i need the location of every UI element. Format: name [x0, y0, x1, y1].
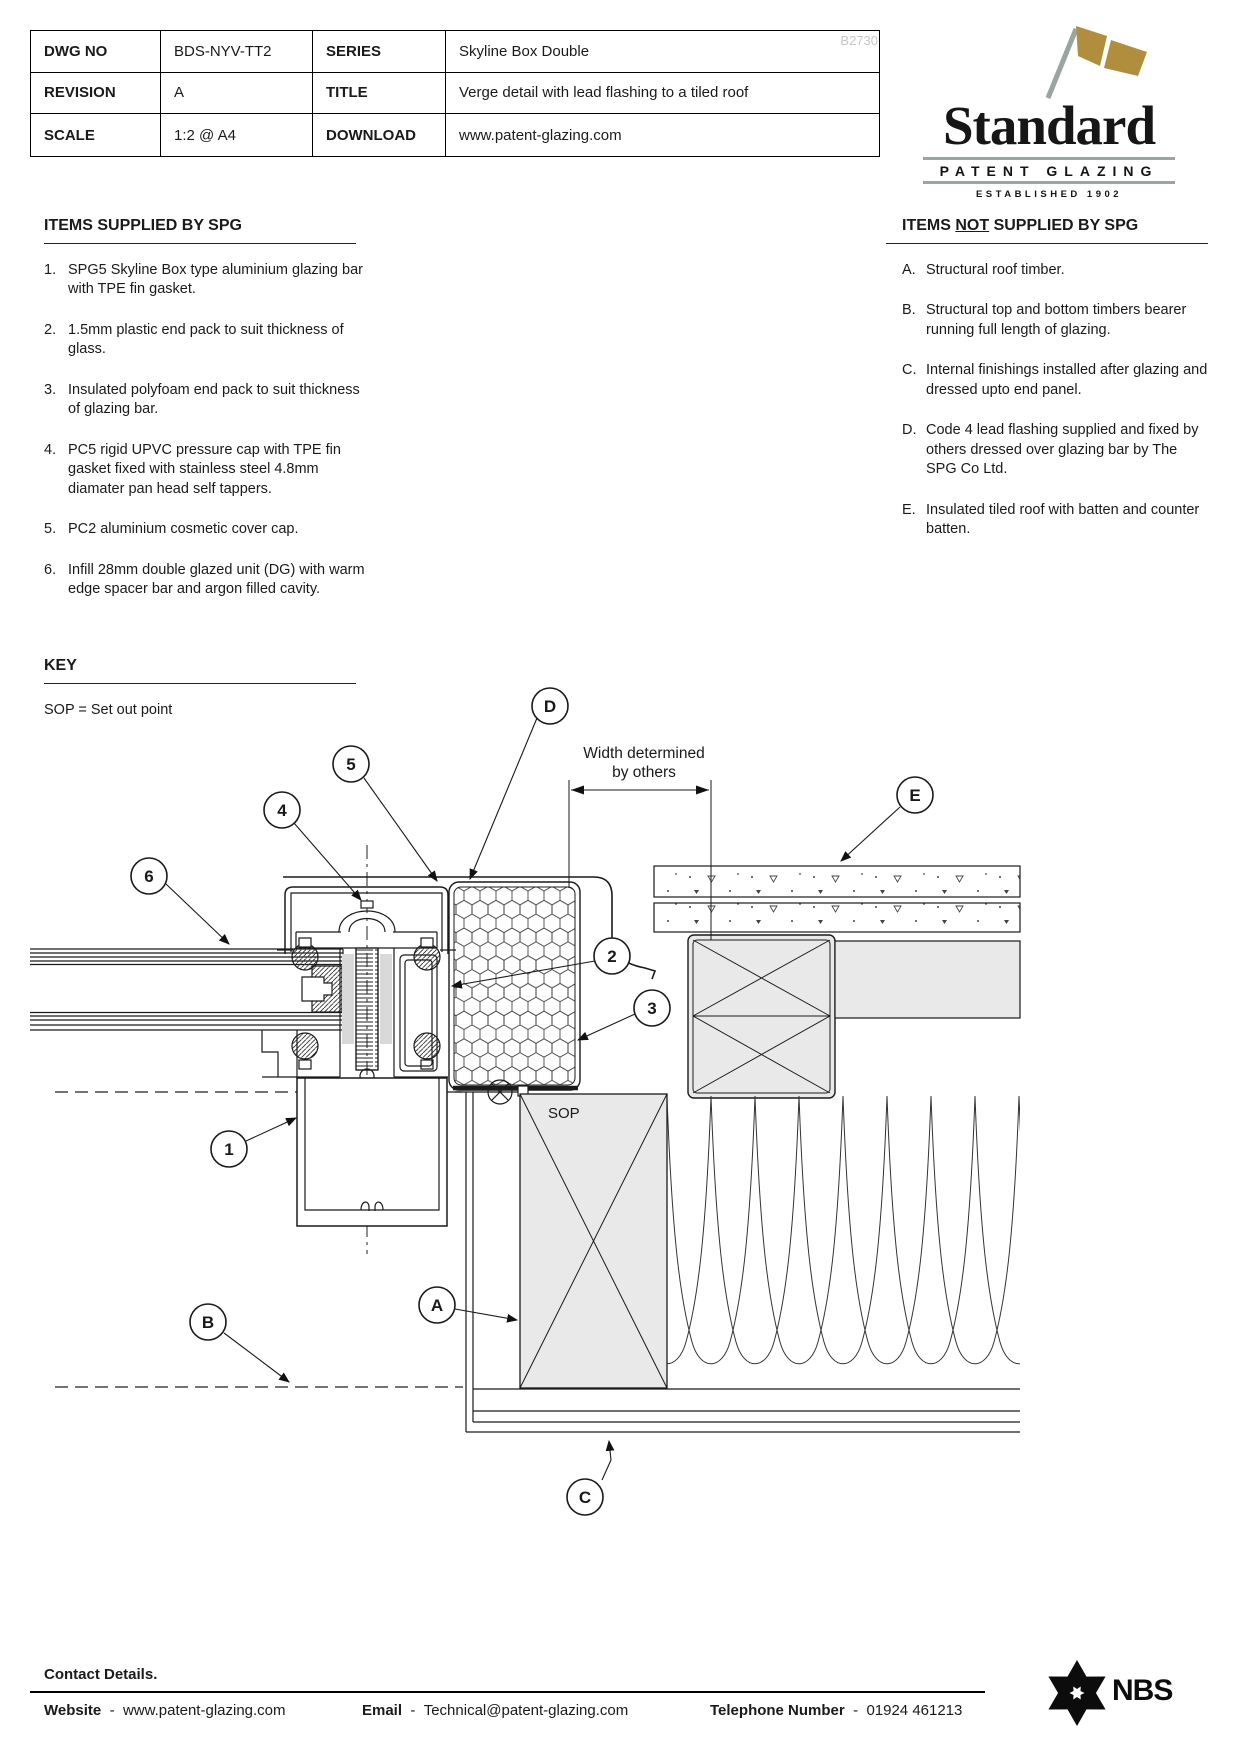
email-label: Email	[362, 1702, 403, 1719]
svg-text:1: 1	[224, 1140, 233, 1159]
footer-phone: Telephone Number - 01924 461213	[710, 1702, 963, 1719]
series-label: SERIES	[313, 31, 446, 73]
tiled-roof	[653, 865, 1021, 933]
internal-finish-boards	[465, 1092, 1020, 1433]
insulation-batts	[667, 1095, 1020, 1365]
list-item: A.Structural roof timber.	[902, 261, 1065, 278]
screw-dome	[338, 910, 396, 933]
phone-label: Telephone Number	[710, 1702, 845, 1719]
width-dimension	[568, 780, 712, 940]
contact-details-heading: Contact Details.	[44, 1666, 158, 1683]
revision-label: REVISION	[31, 72, 161, 115]
callout-4: 4	[263, 791, 301, 829]
nbs-logo-icon	[1048, 1660, 1106, 1726]
footer-email: Email - Technical@patent-glazing.com	[362, 1702, 629, 1719]
svg-text:B: B	[202, 1313, 214, 1332]
svg-text:D: D	[544, 697, 556, 716]
scale-label: SCALE	[31, 114, 161, 156]
datum-lines	[55, 845, 463, 1388]
key-section: KEY SOP = Set out point	[44, 656, 356, 720]
callout-A: A	[418, 1286, 456, 1324]
website-link[interactable]: www.patent-glazing.com	[122, 1702, 286, 1719]
callout-D: D	[531, 687, 569, 725]
nbs-logo-text: NBS	[1112, 1674, 1173, 1707]
title-value: Verge detail with lead flashing to a til…	[446, 73, 879, 115]
timber-bearer	[687, 934, 1021, 1099]
list-item: 5.PC2 aluminium cosmetic cover cap.	[44, 521, 299, 537]
list-item: 2.1.5mm plastic end pack to suit thickne…	[44, 321, 344, 358]
logo-subtitle: PATENT GLAZING	[923, 157, 1175, 184]
list-item: B.Structural top and bottom timbers bear…	[902, 302, 1187, 338]
svg-text:C: C	[579, 1488, 591, 1507]
svg-text:E: E	[909, 786, 920, 805]
svg-text:A: A	[431, 1296, 443, 1315]
items-not-supplied-section: ITEMS NOT SUPPLIED BY SPG A.Structural r…	[886, 216, 1210, 561]
structural-roof-timber	[519, 1093, 668, 1389]
callout-1: 1	[210, 1130, 248, 1168]
scale-value: 1:2 @ A4	[161, 114, 313, 156]
spacer-notch	[301, 976, 333, 1002]
list-item: D.Code 4 lead flashing supplied and fixe…	[902, 422, 1199, 477]
flag-icon	[1045, 26, 1147, 99]
svg-text:6: 6	[144, 867, 153, 886]
phone-number: 01924 461213	[866, 1702, 963, 1719]
key-heading: KEY	[44, 657, 77, 674]
list-item: C.Internal finishings installed after gl…	[902, 362, 1208, 398]
download-value[interactable]: www.patent-glazing.com	[459, 126, 622, 144]
svg-text:3: 3	[647, 999, 656, 1018]
leader-lines	[165, 717, 901, 1481]
callout-6: 6	[130, 857, 168, 895]
items-not-supplied-rule	[886, 242, 1208, 244]
list-item: 6.Infill 28mm double glazed unit (DG) wi…	[44, 561, 365, 598]
list-item: 4.PC5 rigid UPVC pressure cap with TPE f…	[44, 441, 341, 497]
download-label: DOWNLOAD	[313, 114, 446, 156]
company-logo: Standard PATENT GLAZING ESTABLISHED 1902	[915, 26, 1183, 200]
bar-end-box	[296, 1077, 448, 1227]
title-block: DWG NO BDS-NYV-TT2 SERIES Skyline Box Do…	[30, 30, 880, 157]
series-value: Skyline Box Double	[446, 31, 879, 73]
self-tapper-screw	[355, 947, 379, 1071]
svg-text:5: 5	[346, 755, 355, 774]
dimension-label-line2: by others	[612, 764, 676, 781]
key-rule	[44, 682, 356, 684]
callout-3: 3	[633, 989, 671, 1027]
tpe-gaskets	[291, 937, 441, 1070]
title-label: TITLE	[313, 72, 446, 115]
website-label: Website	[44, 1702, 102, 1719]
callout-E: E	[896, 776, 934, 814]
callout-5: 5	[332, 745, 370, 783]
items-not-supplied-heading: ITEMS NOT SUPPLIED BY SPG	[902, 217, 1139, 234]
callout-balloons: 1 2 3 4 5 6 A B C D E	[130, 687, 934, 1516]
dwg-no-value: BDS-NYV-TT2	[161, 31, 313, 73]
items-supplied-heading: ITEMS SUPPLIED BY SPG	[44, 217, 242, 234]
sop-label: SOP	[548, 1105, 580, 1122]
callout-2: 2	[593, 937, 631, 975]
sheet-watermark: B2730	[840, 33, 878, 48]
cover-cap	[284, 886, 449, 954]
list-item: 1.SPG5 Skyline Box type aluminium glazin…	[44, 261, 363, 298]
footer-website: Website - www.patent-glazing.com	[44, 1702, 286, 1719]
list-item: E.Insulated tiled roof with batten and c…	[902, 501, 1200, 538]
revision-value: A	[161, 72, 313, 115]
logo-wordmark: Standard	[942, 95, 1156, 156]
polyfoam-end-pack	[448, 881, 581, 1091]
footer-rule	[30, 1691, 985, 1693]
callout-C: C	[566, 1478, 604, 1516]
key-note: SOP = Set out point	[44, 701, 173, 718]
screw-head-tab	[360, 900, 374, 909]
svg-text:4: 4	[277, 801, 287, 820]
items-supplied-rule	[44, 242, 356, 244]
dwg-no-label: DWG NO	[31, 31, 161, 73]
items-supplied-section: ITEMS SUPPLIED BY SPG 1.SPG5 Skyline Box…	[44, 216, 374, 621]
clip-symbol	[360, 1201, 384, 1211]
callout-B: B	[189, 1303, 227, 1341]
list-item: 3.Insulated polyfoam end pack to suit th…	[44, 381, 360, 418]
svg-text:2: 2	[607, 947, 616, 966]
dimension-label-line1: Width determined	[583, 745, 704, 762]
email-link[interactable]: Technical@patent-glazing.com	[423, 1702, 629, 1719]
logo-established: ESTABLISHED 1902	[975, 189, 1123, 200]
